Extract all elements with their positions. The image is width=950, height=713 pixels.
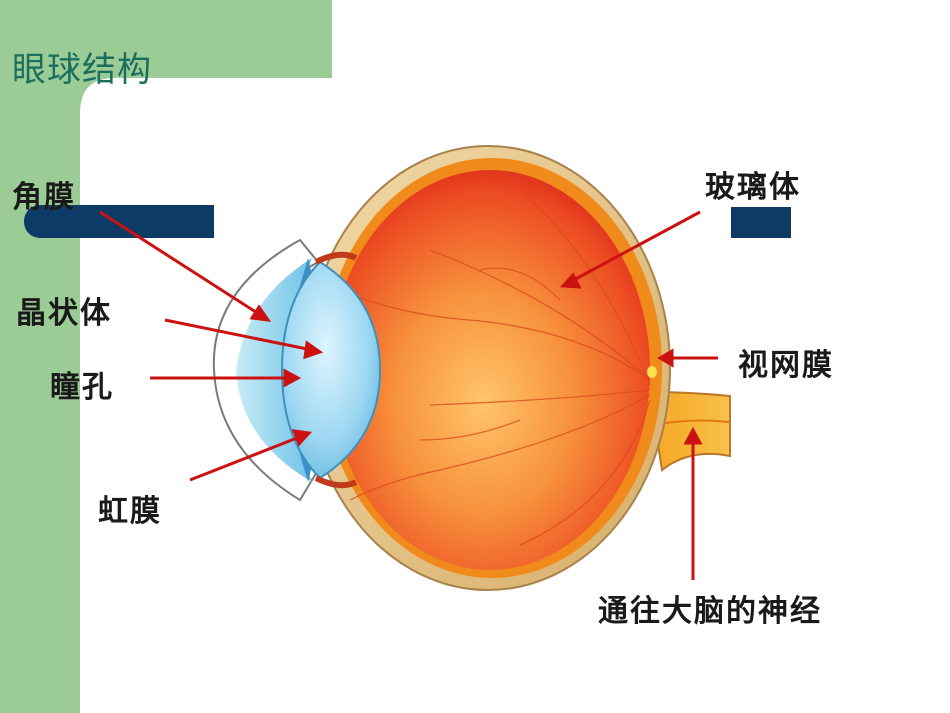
arrowhead-vitreous	[559, 272, 582, 289]
label-lens: 晶状体	[16, 296, 112, 331]
arrowhead-iris	[291, 429, 313, 447]
sidebar-panel	[0, 0, 332, 713]
arrowhead-cornea	[249, 304, 272, 322]
arrow-lens	[164, 318, 313, 352]
arrow-vitreous	[569, 210, 701, 284]
label-vitreous: 玻璃体	[705, 170, 801, 205]
label-pupil: 瞳孔	[50, 370, 114, 405]
label-optic-nerve: 通往大脑的神经	[598, 594, 822, 629]
optic-nerve	[648, 390, 731, 472]
arrowhead-pupil	[283, 368, 302, 388]
arrowhead-retina	[657, 348, 674, 368]
label-cornea: 角膜	[12, 180, 76, 215]
accent-bar-right	[731, 207, 791, 238]
fovea	[647, 366, 657, 378]
accent-bar-left-square	[100, 205, 214, 238]
arrowhead-optic-nerve	[683, 426, 703, 445]
arrow-iris	[189, 434, 303, 482]
pointer-arrows	[99, 210, 718, 580]
arrowhead-lens	[303, 340, 324, 360]
label-iris: 虹膜	[98, 494, 162, 529]
arrow-cornea	[99, 210, 263, 318]
label-retina: 视网膜	[738, 348, 834, 383]
vitreous-body	[330, 170, 650, 570]
blood-vessels	[339, 189, 651, 546]
slide-title: 眼球结构	[12, 50, 152, 90]
